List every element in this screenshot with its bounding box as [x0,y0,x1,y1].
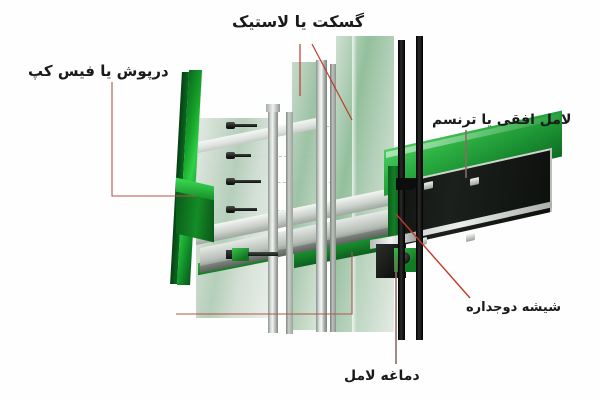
bracket-screw-shaft [248,252,278,256]
screw-shaft [235,154,251,157]
label-face-cap: درپوش یا فیس کپ [28,62,169,80]
screw-head [226,206,235,213]
mullion-profile-a-cap [266,104,280,112]
fixing-screw [226,206,257,213]
mullion-profile-a [268,108,278,333]
mullion-profile-d [330,64,336,332]
label-transom: لامل افقی یا ترنسم [432,112,572,128]
mullion-profile-c [316,60,327,332]
gasket-strip-outer [398,40,405,340]
angle-bracket [232,248,249,261]
glass-panel-middle [292,62,318,330]
screw-head [226,178,235,185]
alignment-guide [248,156,318,157]
label-double-glazing: شیشه دوجداره [466,300,561,315]
fixing-screw [226,178,261,185]
face-cap-foot-side [176,191,214,243]
gasket-strip-inner [416,36,423,340]
mullion-profile-b [286,112,293,334]
label-gasket: گسکت یا لاستیک [232,12,365,31]
gasket-hook [396,178,418,190]
screw-shaft [235,180,261,183]
screw-head [226,122,235,129]
fixing-screw [226,122,257,129]
fixing-screw [226,152,251,159]
glass-highlight [352,36,357,332]
screw-shaft [235,208,257,211]
screw-head [226,152,235,159]
label-mullion-nose: دماغه لامل [344,368,420,384]
transom-clip [466,233,475,242]
screw-shaft [235,124,257,127]
